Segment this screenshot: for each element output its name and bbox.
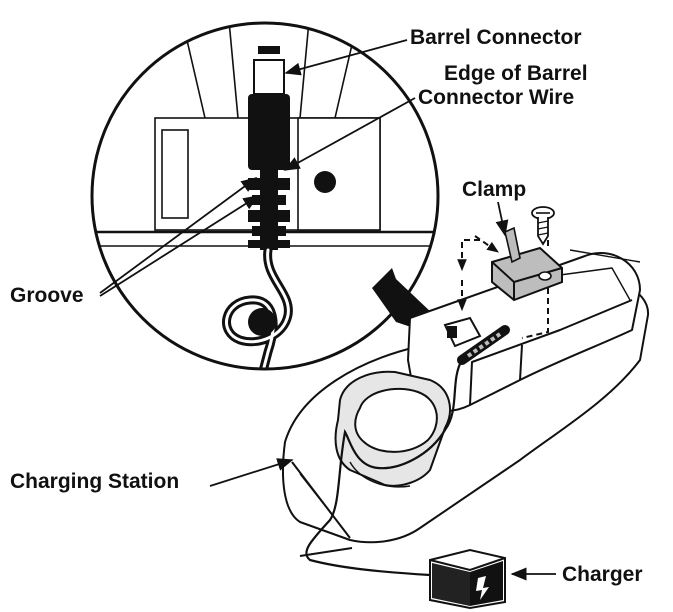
label-charger: Charger — [562, 563, 643, 586]
leader-groove-2 — [99, 195, 260, 297]
screw-icon — [531, 206, 555, 246]
leader-barrel-connector — [284, 39, 408, 76]
leader-groove-1 — [99, 177, 258, 294]
detail-magnifier — [90, 21, 440, 371]
label-clamp: Clamp — [462, 178, 526, 201]
lightning-bolt-icon — [476, 576, 489, 600]
clamp-part — [491, 226, 563, 302]
leader-charging-station — [209, 458, 294, 487]
label-groove: Groove — [10, 284, 84, 307]
leader-edge-wire — [283, 97, 416, 171]
leader-clamp — [495, 201, 509, 237]
label-barrel-connector: Barrel Connector — [410, 26, 582, 49]
charging-station-body — [282, 249, 650, 544]
housing-background — [92, 23, 438, 247]
installed-barrel-connector — [443, 316, 510, 365]
charger-cable — [305, 359, 463, 577]
barrel-connector-plug — [248, 46, 290, 250]
label-edge-line2: Connector Wire — [418, 86, 574, 109]
mounting-hole — [314, 171, 336, 193]
assembly-motion-arrows — [457, 235, 549, 339]
label-charging-station: Charging Station — [10, 470, 179, 493]
label-edge-line1: Edge of Barrel — [444, 62, 588, 85]
charger-unit — [429, 548, 506, 610]
leader-lines — [99, 39, 556, 581]
